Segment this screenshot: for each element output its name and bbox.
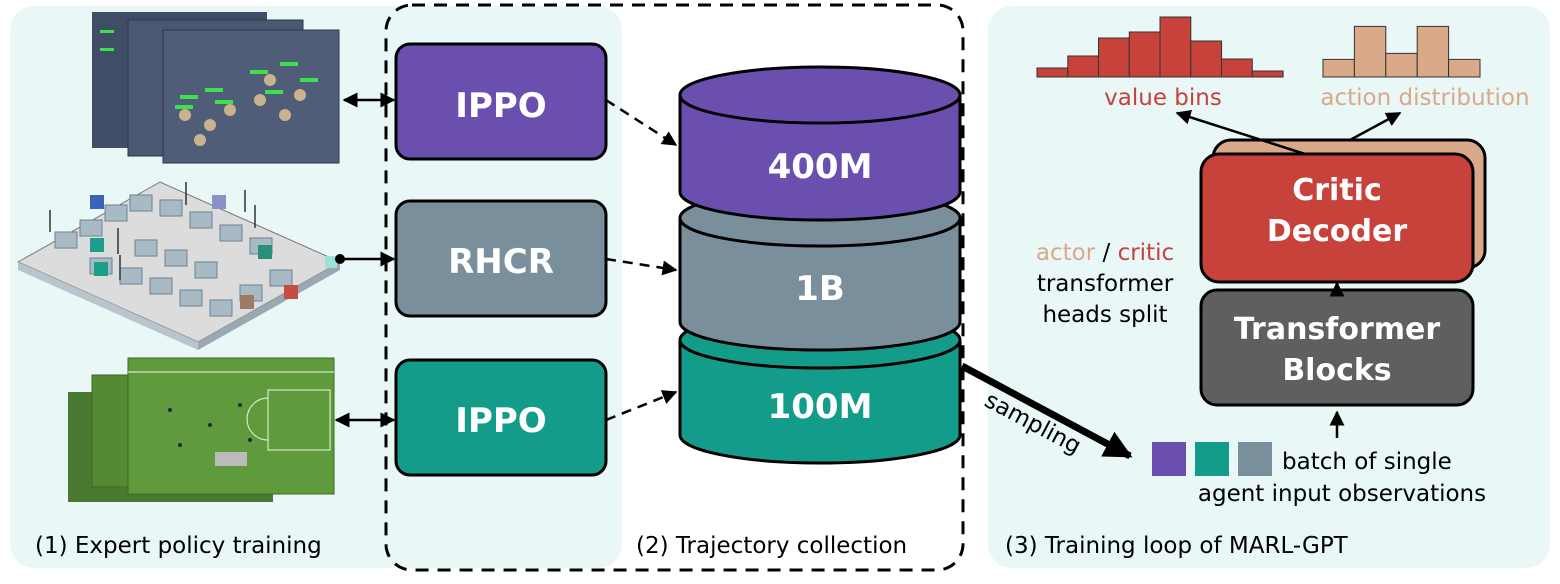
svg-text:Critic: Critic xyxy=(1292,173,1382,208)
arrow-bottom-to-db xyxy=(605,390,678,422)
football-thumbnail xyxy=(68,357,335,502)
value-bin-bar-4 xyxy=(1128,31,1161,78)
critic-decoder-block: Critic Decoder xyxy=(1199,152,1475,284)
action-bar-5 xyxy=(1448,58,1481,78)
value-bin-bar-8 xyxy=(1251,70,1284,78)
value-bin-bar-7 xyxy=(1221,58,1253,78)
value-bins-histogram xyxy=(1036,16,1284,78)
value-bin-bar-2 xyxy=(1067,55,1100,78)
critic-word: critic xyxy=(1118,240,1175,266)
svg-text:Decoder: Decoder xyxy=(1267,214,1407,249)
heads-note-line2: transformer xyxy=(1037,271,1174,297)
value-bin-bar-5 xyxy=(1159,16,1192,78)
action-distribution-label: action distribution xyxy=(1320,85,1529,111)
svg-text:RHCR: RHCR xyxy=(448,242,554,282)
batch-square-teal xyxy=(1195,442,1229,476)
svg-text:100M: 100M xyxy=(768,387,873,427)
strategy-game-thumbnail xyxy=(92,12,340,164)
batch-label-line1: batch of single xyxy=(1282,449,1452,475)
sampling-arrow xyxy=(960,362,1133,460)
batch-label-line2: agent input observations xyxy=(1198,481,1486,507)
svg-text:1B: 1B xyxy=(795,269,845,309)
value-bins-label: value bins xyxy=(1104,85,1222,111)
critic-to-value-arrow xyxy=(1175,109,1306,156)
svg-text:Blocks: Blocks xyxy=(1282,353,1391,388)
action-bar-4 xyxy=(1416,25,1450,78)
caption-expert: (1) Expert policy training xyxy=(35,533,322,559)
action-distribution-histogram xyxy=(1322,25,1481,78)
policy-rhcr: RHCR xyxy=(394,199,608,318)
svg-text:IPPO: IPPO xyxy=(455,86,546,126)
warehouse-grid-thumbnail xyxy=(16,181,342,350)
actor-word: actor xyxy=(1036,240,1096,266)
caption-trajectory: (2) Trajectory collection xyxy=(636,533,907,559)
batch-square-gray xyxy=(1238,442,1272,476)
db-segment-400m: 400M xyxy=(678,65,962,222)
caption-training: (3) Training loop of MARL-GPT xyxy=(1005,533,1349,559)
trajectory-panel xyxy=(384,3,965,572)
transformer-blocks: Transformer Blocks xyxy=(1199,288,1475,407)
heads-note-line1: actor / critic xyxy=(1036,240,1174,266)
svg-text:400M: 400M xyxy=(768,147,873,187)
value-bin-bar-1 xyxy=(1036,67,1069,78)
action-bar-3 xyxy=(1385,52,1418,78)
batch-square-purple xyxy=(1152,442,1186,476)
arrow-middle-to-db xyxy=(605,257,678,276)
action-bar-2 xyxy=(1353,25,1387,78)
value-bin-bar-6 xyxy=(1190,40,1223,78)
policy-ippo-top: IPPO xyxy=(394,42,608,161)
svg-text:Transformer: Transformer xyxy=(1234,312,1440,347)
heads-note-line3: heads split xyxy=(1042,302,1167,328)
svg-text:IPPO: IPPO xyxy=(455,401,546,441)
slash-sep: / xyxy=(1095,240,1117,266)
action-bar-1 xyxy=(1322,58,1355,78)
policy-ippo-bottom: IPPO xyxy=(394,358,608,477)
actor-to-action-arrow xyxy=(1349,111,1402,142)
value-bin-bar-3 xyxy=(1098,37,1130,78)
arrow-top-to-db xyxy=(605,98,678,147)
